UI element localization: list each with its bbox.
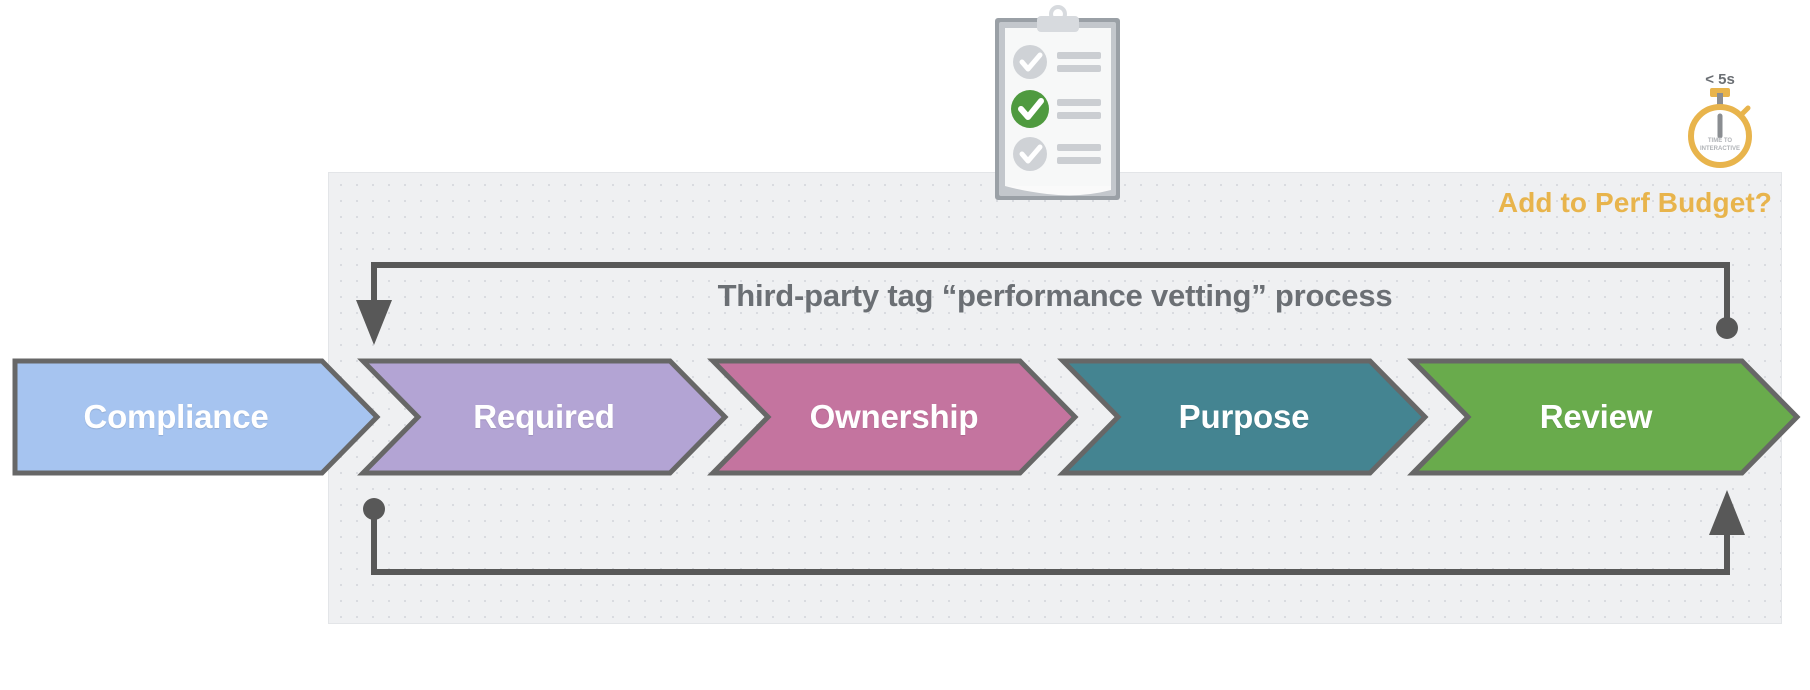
chevron-shape-required [357,358,729,476]
chevron-shape-review [1407,358,1801,476]
checkbox-row-3 [1013,137,1047,171]
process-step-ownership[interactable]: Ownership [707,358,1079,476]
stopwatch-face-line-2: INTERACTIVE [1700,146,1740,152]
process-step-required[interactable]: Required [357,358,729,476]
chevron-shape-ownership [707,358,1079,476]
clipboard-checklist-icon [985,4,1130,219]
flow-title: Third-party tag “performance vetting” pr… [717,278,1393,313]
checkbox-row-2 [1011,90,1049,128]
step-label-review: Review [1539,398,1653,435]
process-step-review[interactable]: Review [1407,358,1801,476]
process-step-purpose[interactable]: Purpose [1057,358,1429,476]
perf-budget-label: Add to Perf Budget? [1497,187,1772,218]
chevron-shape-compliance [12,358,381,476]
step-label-purpose: Purpose [1178,398,1310,435]
process-step-compliance[interactable]: Compliance [12,358,381,476]
stopwatch-icon: < 5s TIME TO INTERACTIVE [1668,68,1772,172]
step-label-required: Required [473,398,615,435]
checkbox-row-1 [1013,45,1047,79]
stopwatch-face-line-1: TIME TO [1708,138,1733,144]
step-label-ownership: Ownership [809,398,979,435]
process-step-row: Compliance Required Ownership Purpose Re [0,358,1810,476]
chevron-shape-purpose [1057,358,1429,476]
step-label-compliance: Compliance [83,398,269,435]
stopwatch-caption: < 5s [1705,71,1735,88]
